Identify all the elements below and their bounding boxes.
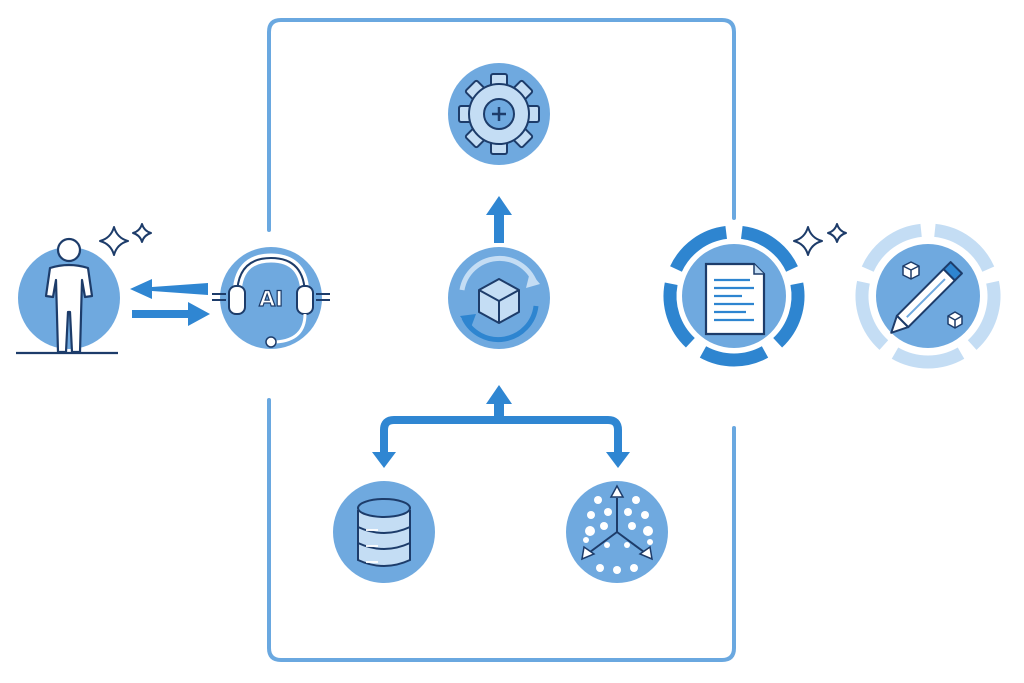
document-icon (704, 262, 766, 336)
database-icon (357, 498, 411, 567)
exchange-arrows (130, 279, 210, 326)
gear-node (448, 63, 550, 165)
database-node (333, 481, 435, 583)
ai-agent-node: AI (212, 247, 330, 349)
pencil-icon (890, 261, 963, 334)
branch-connector (380, 416, 622, 452)
headset-icon (212, 253, 330, 348)
document-node (663, 226, 805, 367)
vector-space-node (566, 481, 668, 583)
sparkle-icon (99, 223, 152, 256)
arrow-up-to-processing (486, 385, 512, 424)
edit-node (855, 223, 1001, 369)
ai-label: AI (259, 287, 283, 311)
sparkle-icon (793, 223, 847, 256)
arrow-up-to-gear (486, 196, 512, 243)
user-node (16, 237, 120, 355)
cube-cycle-icon (459, 255, 540, 343)
person-icon (44, 237, 94, 354)
pipeline-frame (267, 18, 736, 662)
processing-node (448, 247, 550, 349)
vector-space-icon (581, 484, 653, 574)
gear-icon (458, 73, 540, 155)
branch-arrowheads (372, 452, 630, 468)
